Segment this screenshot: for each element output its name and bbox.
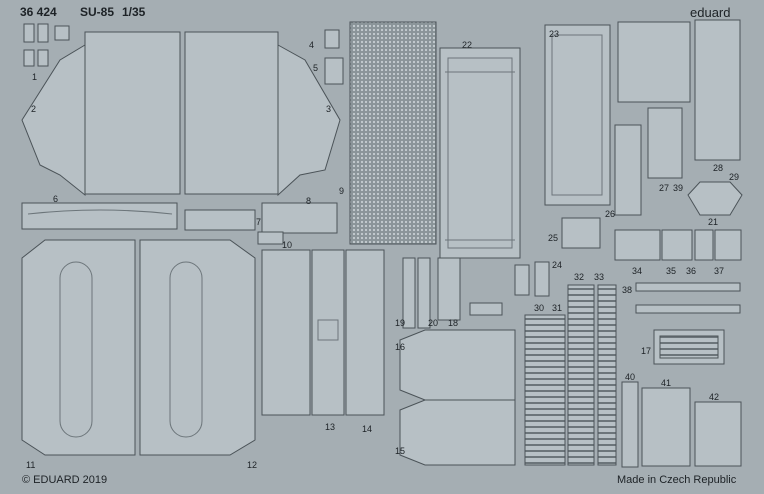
part-23 (544, 24, 611, 206)
part-1e (54, 25, 70, 41)
part-label: 8 (306, 196, 312, 206)
part-15 (399, 399, 516, 466)
part-label: 32 (574, 272, 585, 282)
part-22 (439, 47, 521, 259)
part-label: 40 (625, 372, 636, 382)
part-label: 4 (309, 40, 315, 50)
part-label: 9 (339, 186, 345, 196)
part-label: 6 (53, 194, 59, 204)
part-label: 11 (26, 460, 36, 470)
part-label: 30 (534, 303, 545, 313)
part-label: 41 (661, 378, 672, 388)
part-label: 2 (31, 104, 37, 114)
part-1a (23, 23, 35, 43)
part-panel-right (184, 31, 279, 195)
part-1d (37, 49, 49, 67)
part-42 (694, 401, 742, 467)
part-label: 5 (313, 63, 319, 73)
part-label: 26 (605, 209, 616, 219)
part-label: 29 (729, 172, 740, 182)
part-19 (402, 257, 416, 329)
part-40 (621, 381, 639, 468)
part-18 (437, 257, 461, 321)
part-24c (469, 302, 503, 316)
part-1c (23, 49, 35, 67)
part-30-grille (524, 314, 566, 466)
part-32-grille (597, 284, 617, 466)
part-label: 16 (395, 342, 406, 352)
part-29 (687, 181, 743, 216)
part-label: 13 (325, 422, 336, 432)
kit-subject: SU-85 (80, 5, 115, 19)
origin: Made in Czech Republic (617, 474, 737, 486)
part-label: 1 (32, 72, 38, 82)
part-7-hooks (184, 209, 256, 231)
part-24b (534, 261, 550, 297)
part-label: 21 (708, 217, 719, 227)
part-25 (561, 217, 601, 249)
part-panel-left (84, 31, 181, 195)
part-label: 34 (632, 266, 643, 276)
part-label: 42 (709, 392, 720, 402)
part-14 (345, 249, 385, 416)
part-38b (635, 304, 741, 314)
part-label: 27 (659, 183, 670, 193)
part-label: 25 (548, 233, 559, 243)
part-label: 15 (395, 446, 406, 456)
part-label: 18 (448, 318, 459, 328)
part-9-mesh (349, 21, 437, 245)
part-7-top (617, 21, 691, 103)
part-13 (261, 249, 311, 416)
part-26 (614, 124, 642, 216)
part-label: 7 (256, 217, 262, 227)
part-label: 38 (622, 285, 633, 295)
part-label: 39 (673, 183, 684, 193)
part-8 (261, 202, 338, 234)
copyright: © EDUARD 2019 (22, 474, 108, 486)
part-label: 24 (552, 260, 563, 270)
part-10 (257, 231, 284, 245)
part-41 (641, 387, 691, 467)
part-37 (714, 229, 742, 261)
part-28 (694, 19, 741, 161)
part-label: 37 (714, 266, 725, 276)
part-label: 12 (247, 460, 258, 470)
part-label: 35 (666, 266, 677, 276)
part-label: 23 (549, 29, 560, 39)
part-20 (417, 257, 431, 329)
part-label: 3 (326, 104, 332, 114)
kit-scale: 1/35 (122, 5, 146, 19)
part-31-grille (567, 284, 595, 466)
part-label: 33 (594, 272, 605, 282)
part-5 (324, 57, 344, 85)
kit-number: 36 424 (20, 5, 57, 19)
part-38a (635, 282, 741, 292)
part-16 (399, 329, 516, 401)
part-4 (324, 29, 340, 49)
part-label: 20 (428, 318, 439, 328)
part-11 (21, 239, 136, 456)
part-6 (21, 202, 178, 230)
part-34 (614, 229, 661, 261)
part-label: 10 (282, 240, 293, 250)
part-1b (37, 23, 49, 43)
part-27 (647, 107, 683, 179)
part-12 (139, 239, 256, 456)
part-label: 17 (641, 346, 652, 356)
part-label: 22 (462, 40, 473, 50)
part-label: 19 (395, 318, 406, 328)
brand-logo: eduard (690, 5, 731, 20)
part-36 (694, 229, 714, 261)
part-13b (311, 249, 345, 416)
part-label: 14 (362, 424, 373, 434)
part-label: 36 (686, 266, 697, 276)
part-label: 28 (713, 163, 724, 173)
part-2-fender (21, 44, 86, 197)
part-24a (514, 264, 530, 296)
part-label: 31 (552, 303, 563, 313)
part-3-fender (277, 44, 341, 197)
part-17-grille (659, 335, 719, 359)
part-35 (661, 229, 693, 261)
